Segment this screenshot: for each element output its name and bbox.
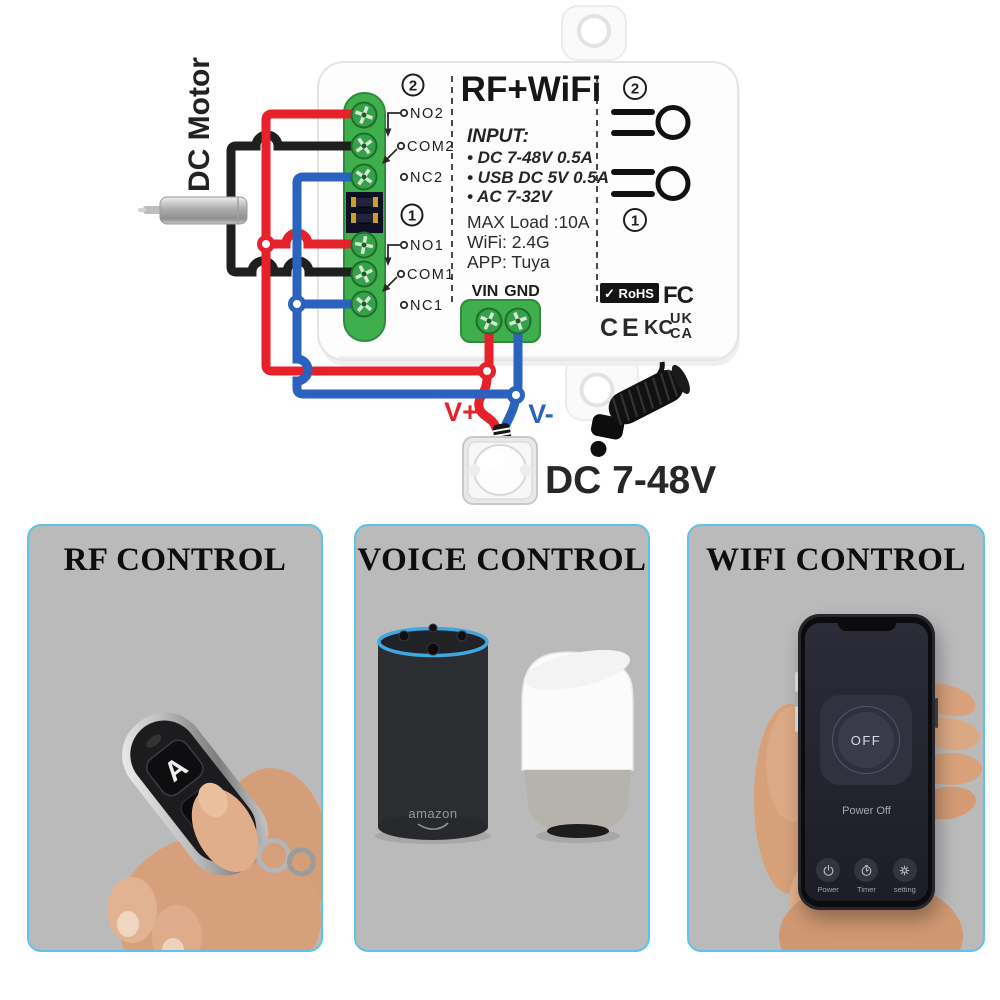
ukca-mark-uk: UK: [670, 311, 693, 327]
amazon-echo: amazon: [377, 623, 489, 840]
phone-nav-bar: Power Timer setting: [809, 858, 924, 894]
spec-wifi: WiFi: 2.4G: [467, 232, 550, 252]
nav-label-setting: setting: [893, 885, 916, 894]
fcc-mark: FC: [663, 282, 694, 309]
input-item-2: • USB DC 5V 0.5A: [467, 168, 609, 187]
echo-brand-label: amazon: [408, 806, 457, 821]
nav-item-setting[interactable]: setting: [892, 858, 917, 894]
nav-item-timer[interactable]: Timer: [854, 858, 879, 894]
ukca-mark-ca: CA: [670, 326, 693, 342]
pcb-section: [346, 192, 383, 233]
supply-label: DC 7-48V: [545, 459, 716, 502]
nav-label-power: Power: [817, 885, 839, 894]
panel-wifi-control: WIFI CONTROL OFF Power Off: [687, 524, 985, 952]
terminal-label-nc1: NC1: [410, 298, 444, 314]
panel-voice-title: VOICE CONTROL: [357, 542, 647, 578]
channel-1-left: 1: [408, 208, 416, 225]
kc-mark: KC: [644, 317, 673, 339]
power-plug: [462, 423, 538, 505]
phone-screen: OFF Power Off Power Time: [805, 623, 928, 901]
rohs-mark: ✓ RoHS: [604, 286, 654, 301]
button-symbol-ch1: [611, 166, 691, 201]
phone-notch: [837, 623, 896, 631]
motor-label: DC Motor: [183, 57, 216, 192]
cert-marks: ✓ RoHS FC CE KC UK CA: [600, 282, 695, 342]
timer-icon: [854, 858, 879, 882]
google-home: [521, 649, 634, 838]
ce-mark: CE: [600, 314, 643, 342]
dc-motor: [138, 196, 248, 225]
input-item-3: • AC 7-32V: [467, 187, 553, 206]
channel-badges: 2 1 2 1: [400, 73, 647, 232]
vplus-label: V+: [444, 397, 478, 427]
button-symbol-ch2: [611, 105, 691, 140]
terminal-label-nc2: NC2: [410, 170, 444, 186]
phone-volume-button: [795, 672, 798, 692]
terminal-label-no2: NO2: [410, 106, 444, 122]
antenna: [590, 361, 690, 457]
gnd-label: GND: [504, 283, 540, 300]
terminal-label-com2: COM2: [407, 139, 455, 155]
smartphone: OFF Power Off Power Time: [795, 614, 938, 910]
vminus-label: V-: [528, 399, 554, 429]
spec-app: APP: Tuya: [467, 252, 550, 272]
panel-rf-control: RF CONTROL A: [27, 524, 323, 952]
phone-power-button: [935, 698, 938, 728]
rf-remote-photo: A: [107, 712, 321, 950]
channel-2-left: 2: [409, 78, 417, 95]
terminal-label-no1: NO1: [410, 238, 444, 254]
relay-symbol-ch1: [382, 240, 409, 310]
panel-rf-title: RF CONTROL: [63, 542, 287, 578]
wiring-diagram: NO2 COM2 NC2 NO1 COM1 NC1 2 1 2 1: [138, 5, 740, 505]
input-item-1: • DC 7-48V 0.5A: [467, 148, 593, 167]
channel-2-right: 2: [631, 81, 639, 98]
input-heading: INPUT:: [467, 126, 529, 147]
relay-symbol-ch2: [382, 108, 409, 182]
device-title: RF+WiFi: [461, 70, 602, 109]
channel-1-right: 1: [631, 213, 639, 230]
terminal-screws: [350, 101, 532, 335]
power-toggle-button[interactable]: OFF: [832, 706, 900, 774]
vin-label: VIN: [472, 283, 499, 300]
power-toggle-tile: OFF: [820, 695, 912, 785]
spec-max-load: MAX Load :10A: [467, 212, 590, 232]
terminal-label-com1: COM1: [407, 267, 455, 283]
power-toggle-label: OFF: [850, 732, 882, 748]
power-icon: [816, 858, 841, 882]
mounting-tab-top: [561, 5, 627, 61]
setting-icon: [892, 858, 917, 882]
panel-wifi-title: WIFI CONTROL: [706, 542, 966, 578]
phone-volume-button-2: [795, 706, 798, 732]
voice-assistants-photo: amazon: [375, 623, 634, 844]
wire-junctions: [257, 235, 525, 404]
panel-voice-control: VOICE CONTROL amazon: [354, 524, 650, 952]
nav-label-timer: Timer: [857, 885, 876, 894]
power-status-text: Power Off: [842, 805, 891, 817]
nav-item-power[interactable]: Power: [816, 858, 841, 894]
